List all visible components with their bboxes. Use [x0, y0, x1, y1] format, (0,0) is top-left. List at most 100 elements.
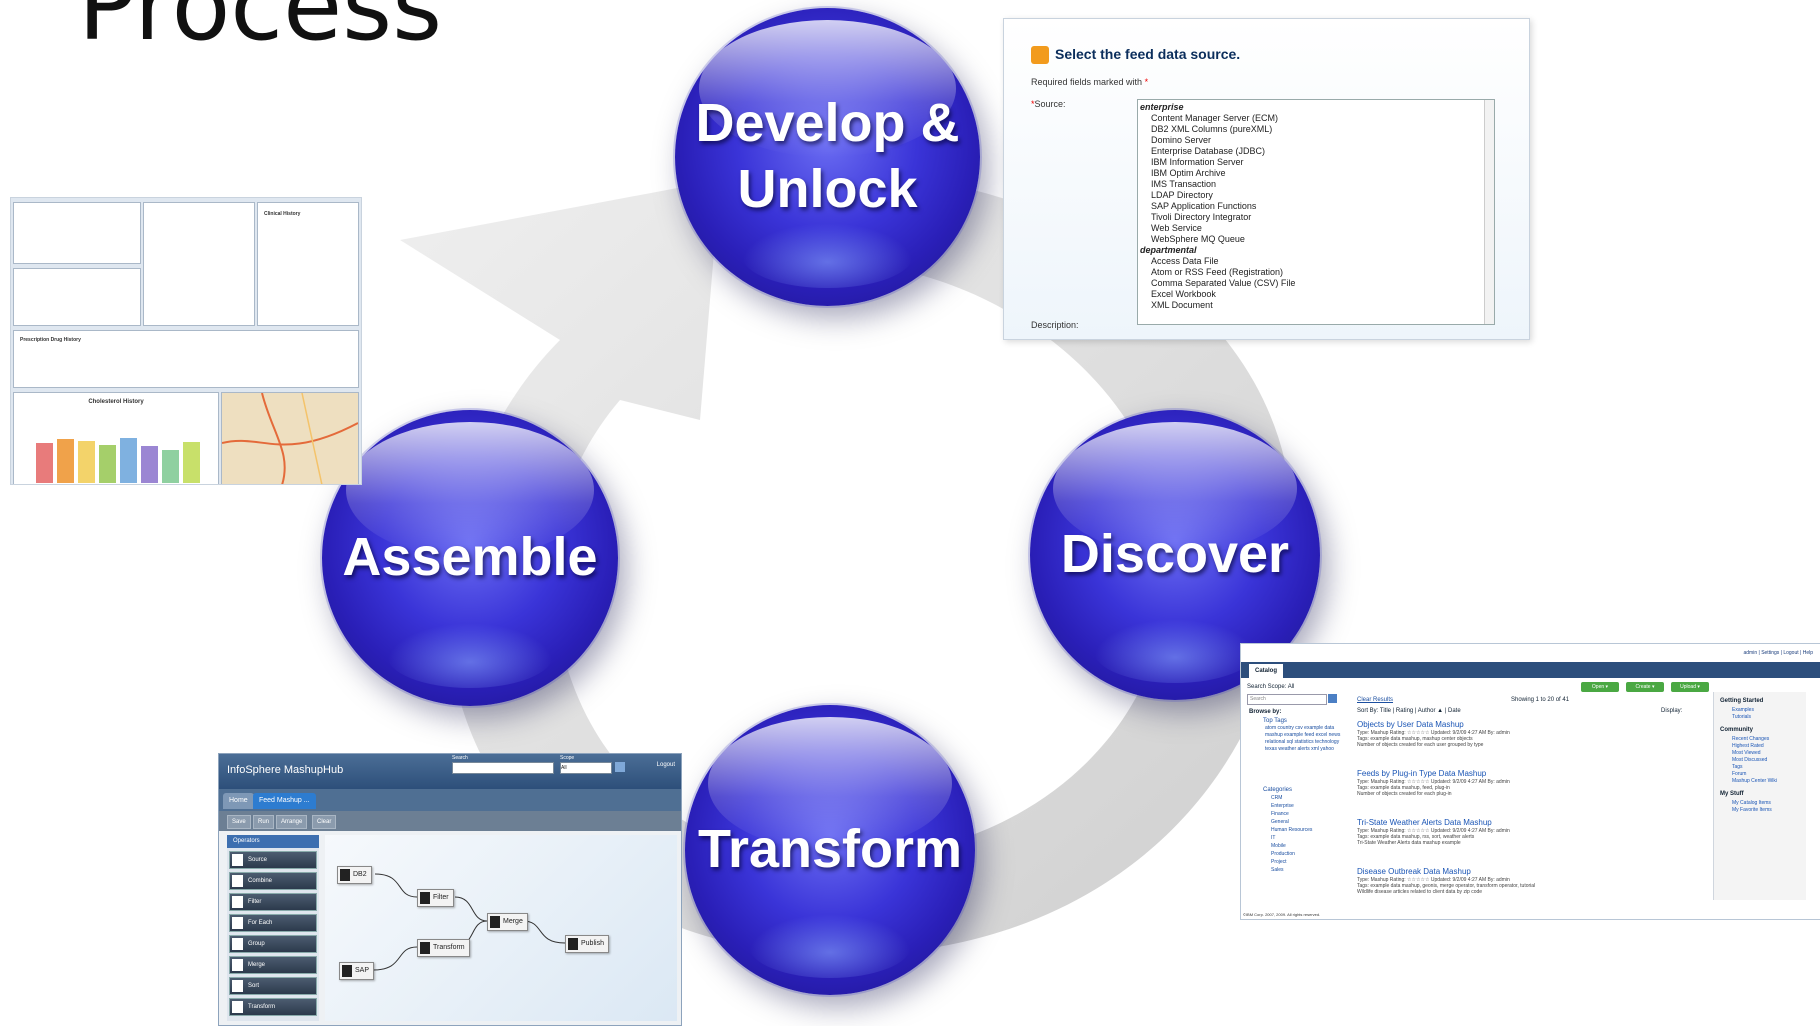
operator-merge[interactable]: Merge [229, 956, 317, 974]
save-button[interactable]: Save [227, 815, 251, 829]
result-title[interactable]: Tri-State Weather Alerts Data Mashup [1357, 818, 1492, 827]
open-button[interactable]: Open ▾ [1581, 682, 1619, 692]
arrange-button[interactable]: Arrange [276, 815, 308, 829]
result-title[interactable]: Disease Outbreak Data Mashup [1357, 867, 1471, 876]
sidebar-heading[interactable]: Getting Started [1720, 698, 1764, 704]
sidebar-link[interactable]: Tutorials [1732, 714, 1751, 720]
source-label: *Source: [1031, 99, 1066, 109]
category-link[interactable]: IT [1271, 835, 1276, 841]
sidebar-link[interactable]: Tags [1732, 764, 1743, 770]
sidebar-link[interactable]: Forum [1732, 771, 1747, 777]
user-links[interactable]: admin | Settings | Logout | Help [1743, 650, 1814, 656]
sidebar-link[interactable]: Mashup Center Wiki [1732, 778, 1778, 784]
node-filter[interactable]: Filter [417, 889, 454, 907]
source-option[interactable]: XML Document [1151, 300, 1213, 310]
operator-label: Transform [248, 1004, 276, 1010]
source-option[interactable]: DB2 XML Columns (pureXML) [1151, 124, 1273, 134]
operator-sort[interactable]: Sort [229, 977, 317, 995]
slide-title: Process [78, 0, 443, 62]
source-option[interactable]: SAP Application Functions [1151, 201, 1257, 211]
source-option[interactable]: Atom or RSS Feed (Registration) [1151, 267, 1284, 277]
source-option[interactable]: Domino Server [1151, 135, 1212, 145]
node-label: DB2 [353, 871, 367, 878]
editor-scope-select[interactable]: All [560, 762, 612, 774]
clear-button[interactable]: Clear [312, 815, 337, 829]
category-link[interactable]: Finance [1271, 811, 1289, 817]
node-label: Filter [433, 894, 449, 901]
source-option[interactable]: Web Service [1151, 223, 1202, 233]
category-link[interactable]: CRM [1271, 795, 1283, 801]
catalog-search-input[interactable]: Search [1247, 694, 1327, 705]
node-merge[interactable]: Merge [487, 913, 528, 931]
sidebar-link[interactable]: Recent Changes [1732, 736, 1770, 742]
sort-by[interactable]: Sort By: Title | Rating | Author ▲ | Dat… [1357, 708, 1461, 714]
sidebar-heading[interactable]: Community [1720, 727, 1753, 733]
operator-transform[interactable]: Transform [229, 998, 317, 1016]
create-button[interactable]: Create ▾ [1626, 682, 1664, 692]
operator-filter[interactable]: Filter [229, 893, 317, 911]
category-link[interactable]: Mobile [1271, 843, 1286, 849]
operator-source[interactable]: Source [229, 851, 317, 869]
source-option[interactable]: Content Manager Server (ECM) [1151, 113, 1279, 123]
sidebar-link[interactable]: Most Discussed [1732, 757, 1768, 763]
source-option[interactable]: IBM Information Server [1151, 157, 1244, 167]
sidebar-link[interactable]: My Catalog Items [1732, 800, 1771, 806]
catalog-search-placeholder: Search [1250, 696, 1266, 702]
mashup-canvas[interactable]: DB2 Filter Merge Transform Publish SAP [325, 835, 677, 1021]
node-label: SAP [355, 967, 370, 974]
source-option[interactable]: Tivoli Directory Integrator [1151, 212, 1252, 222]
category-link[interactable]: Sales [1271, 867, 1284, 873]
sidebar-link[interactable]: Examples [1732, 707, 1754, 713]
category-link[interactable]: Human Resources [1271, 827, 1313, 833]
sidebar-link[interactable]: Highest Rated [1732, 743, 1764, 749]
editor-logout-link[interactable]: Logout [656, 762, 675, 768]
operators-palette: Operators Source Combine Filter For Each… [227, 835, 319, 1021]
node-db2[interactable]: DB2 [337, 866, 372, 884]
source-option[interactable]: Excel Workbook [1151, 289, 1216, 299]
node-transform-label: Transform [697, 819, 963, 880]
operator-combine[interactable]: Combine [229, 872, 317, 890]
mashup-editor-panel: InfoSphere MashupHub Search Scope All Lo… [218, 753, 682, 1026]
category-link[interactable]: Production [1271, 851, 1295, 857]
upload-button[interactable]: Upload ▾ [1671, 682, 1709, 692]
sidebar-link[interactable]: Most Viewed [1732, 750, 1761, 756]
source-option[interactable]: Comma Separated Value (CSV) File [1151, 278, 1296, 288]
category-link[interactable]: Project [1271, 859, 1287, 865]
node-publish[interactable]: Publish [565, 935, 609, 953]
top-tags-label[interactable]: Top Tags [1263, 718, 1287, 724]
source-option[interactable]: IMS Transaction [1151, 179, 1217, 189]
node-sap[interactable]: SAP [339, 962, 375, 980]
tab-home[interactable]: Home [223, 793, 254, 809]
result-title[interactable]: Objects by User Data Mashup [1357, 720, 1464, 729]
tab-catalog[interactable]: Catalog [1249, 664, 1284, 678]
sidebar-heading[interactable]: My Stuff [1720, 791, 1744, 797]
categories-label[interactable]: Categories [1263, 787, 1293, 793]
source-option[interactable]: Enterprise Database (JDBC) [1151, 146, 1266, 156]
result-title[interactable]: Feeds by Plug-in Type Data Mashup [1357, 769, 1487, 778]
sidebar-link[interactable]: My Favorite Items [1732, 807, 1772, 813]
cycle-arrow-ring [400, 162, 1294, 956]
operator-icon [232, 917, 243, 929]
category-link[interactable]: Enterprise [1271, 803, 1294, 809]
source-option[interactable]: Access Data File [1151, 256, 1219, 266]
run-button[interactable]: Run [253, 815, 275, 829]
top-tags-cloud[interactable]: atom country csv example data mashup exa… [1265, 725, 1341, 752]
operator-label: Group [248, 941, 265, 947]
filter-node-icon [420, 892, 430, 904]
operator-group[interactable]: Group [229, 935, 317, 953]
category-link[interactable]: General [1271, 819, 1289, 825]
editor-search-input[interactable] [452, 762, 554, 774]
editor-search-icon[interactable] [615, 762, 625, 772]
cholesterol-chart-title: Cholesterol History [88, 399, 144, 405]
source-listbox-scrollbar[interactable] [1484, 100, 1494, 324]
source-option[interactable]: WebSphere MQ Queue [1151, 234, 1245, 244]
source-option[interactable]: IBM Optim Archive [1151, 168, 1226, 178]
node-transform-op[interactable]: Transform [417, 939, 470, 957]
clear-results-link[interactable]: Clear Results [1357, 697, 1394, 703]
tab-feed-mashup[interactable]: Feed Mashup ... [253, 793, 316, 809]
operator-for-each[interactable]: For Each [229, 914, 317, 932]
catalog-search-icon[interactable] [1328, 694, 1337, 703]
source-option[interactable]: LDAP Directory [1151, 190, 1213, 200]
